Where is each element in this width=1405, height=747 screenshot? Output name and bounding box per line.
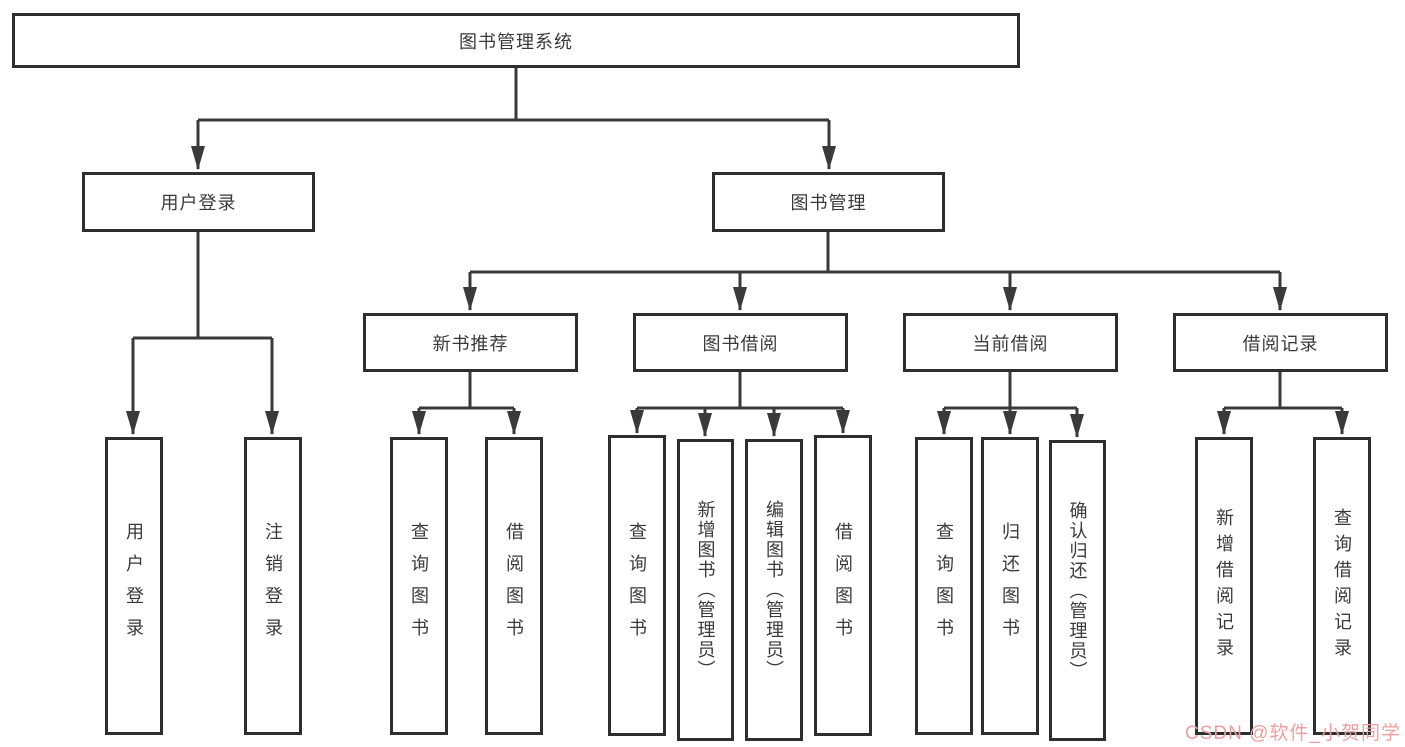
node-label: 新增借阅记录 [1214,508,1234,664]
node-label: 图书借阅 [702,333,779,354]
node-label: 查询借阅记录 [1332,508,1352,664]
node-label: 注销登录 [263,522,283,650]
leaf-logout: 注销登录 [244,437,302,735]
node-label: 图书管理系统 [459,31,573,52]
leaf-add-borrow-record: 新增借阅记录 [1195,437,1253,735]
leaf-borrow-add-books-admin: 新增图书（管理员） [677,439,734,741]
node-label: 图书管理 [790,193,867,213]
watermark: CSDN @软件_小贺同学 [1185,723,1401,744]
node-label: 查询图书 [409,522,429,650]
node-label: 查询图书 [934,522,954,650]
leaf-current-confirm-return-admin: 确认归还（管理员） [1049,440,1106,741]
node-label: 借阅记录 [1242,333,1319,354]
leaf-borrow-query-books: 查询图书 [608,435,666,736]
node-label: 用户登录 [124,522,144,650]
node-book-borrow: 图书借阅 [633,313,848,372]
node-label: 新书推荐 [432,333,509,354]
node-label: 新增图书（管理员） [695,500,716,680]
node-borrow-records: 借阅记录 [1173,313,1388,372]
node-label: 借阅图书 [504,522,524,650]
node-label: 归还图书 [1000,522,1020,650]
leaf-current-return-books: 归还图书 [981,437,1039,735]
node-label: 用户登录 [160,193,237,213]
leaf-borrow-borrow-books: 借阅图书 [814,435,872,736]
leaf-recommend-query-books: 查询图书 [390,437,448,735]
node-current-borrow: 当前借阅 [903,313,1118,372]
node-book-management: 图书管理 [712,172,945,232]
leaf-borrow-edit-books-admin: 编辑图书（管理员） [745,439,803,741]
node-library-management-system: 图书管理系统 [12,13,1020,68]
node-label: 当前借阅 [972,333,1049,354]
leaf-current-query-books: 查询图书 [915,437,973,735]
node-label: 查询图书 [627,521,647,650]
leaf-recommend-borrow-books: 借阅图书 [485,437,543,735]
node-new-book-recommend: 新书推荐 [363,313,578,372]
node-label: 借阅图书 [833,521,853,650]
node-label: 编辑图书（管理员） [764,500,784,680]
leaf-query-borrow-record: 查询借阅记录 [1313,437,1371,735]
leaf-user-login: 用户登录 [105,437,163,735]
node-user-login: 用户登录 [82,172,315,232]
node-label: 确认归还（管理员） [1067,500,1088,681]
